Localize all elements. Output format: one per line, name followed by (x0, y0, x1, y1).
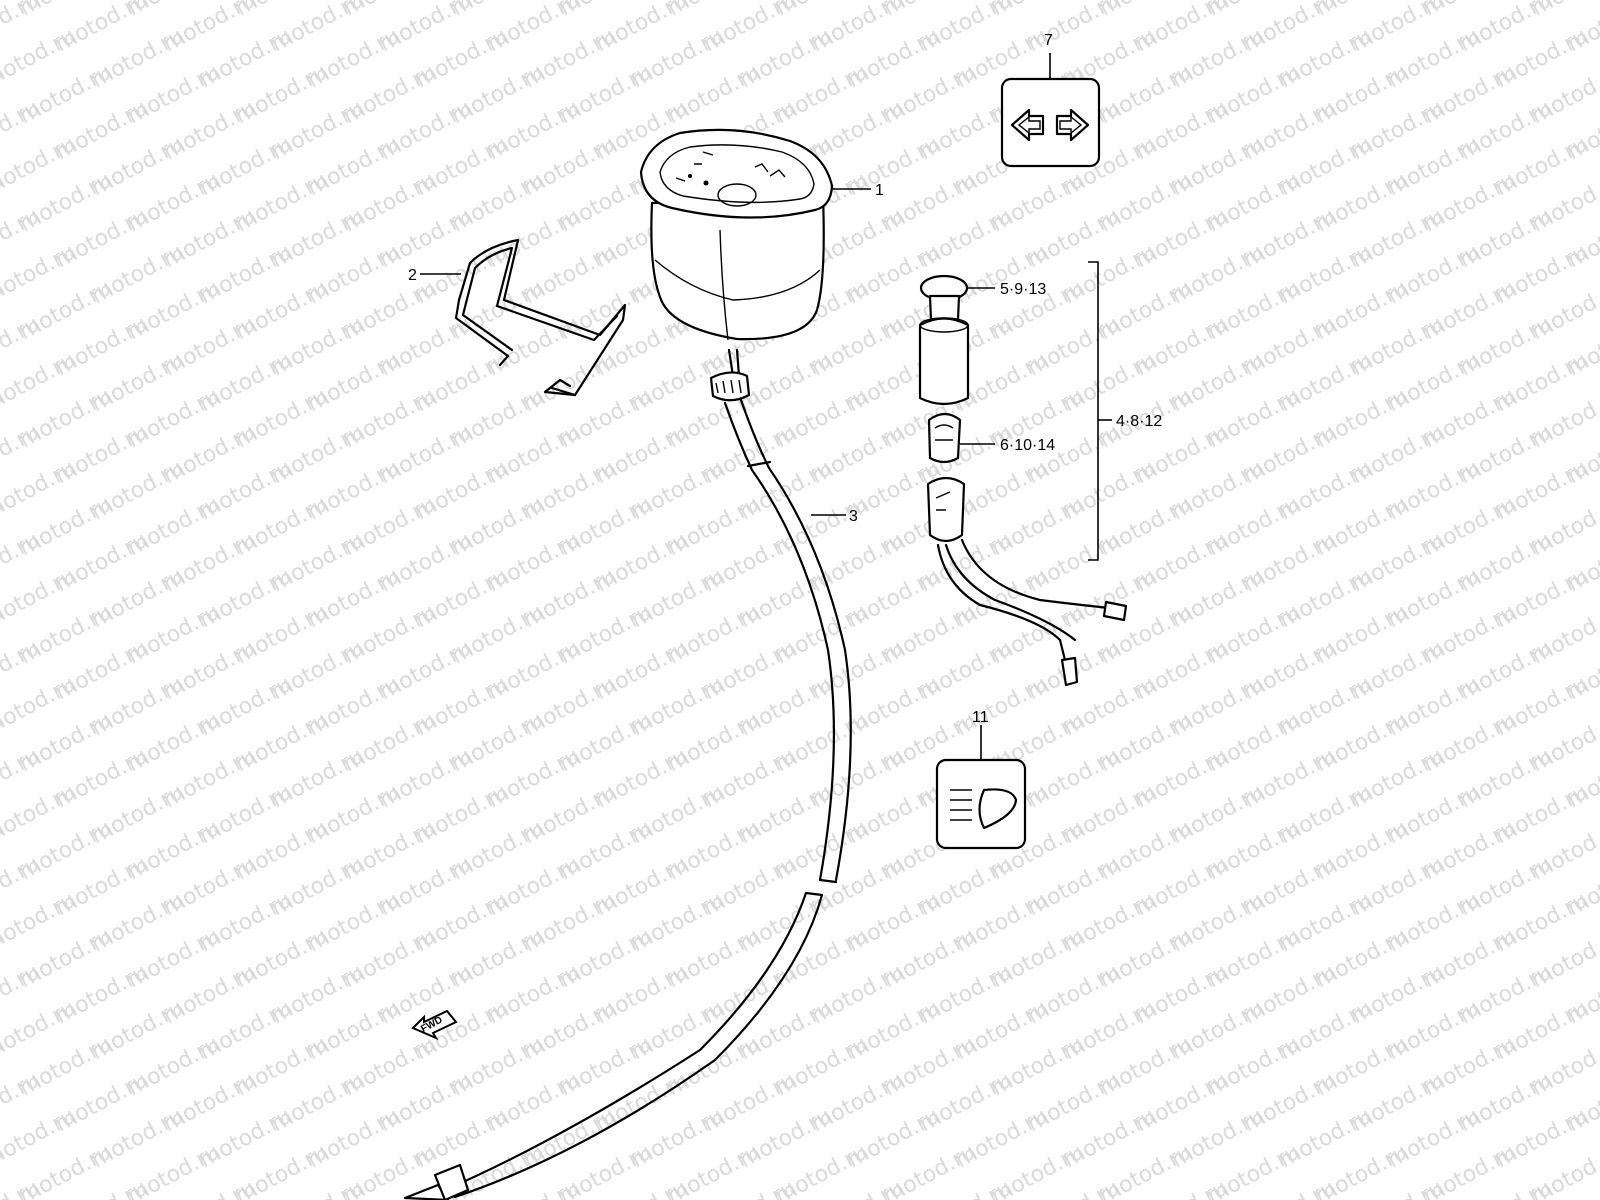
socket-with-wiring[interactable] (926, 476, 1128, 687)
callout-3: 3 (849, 508, 858, 525)
high-beam-indicator-plate[interactable] (935, 758, 1027, 850)
turn-signal-indicator-plate[interactable] (1000, 77, 1101, 168)
leader-lines (420, 53, 1112, 760)
speedometer[interactable] (639, 128, 834, 341)
speedometer-cable[interactable] (403, 348, 852, 1200)
callout-7: 7 (1044, 32, 1053, 49)
callout-1: 1 (875, 182, 884, 199)
bulb-cap[interactable] (918, 274, 970, 406)
fwd-arrow: FWD (411, 1009, 458, 1041)
callout-6-10-14: 6·10·14 (1000, 437, 1055, 454)
callout-4-8-12: 4·8·12 (1116, 413, 1162, 430)
callout-2: 2 (408, 267, 417, 284)
callout-11: 11 (972, 709, 989, 726)
callouts: 1 2 3 7 5·9·13 6·10·14 4·8·12 11 (408, 32, 1162, 726)
callout-5-9-13: 5·9·13 (1000, 281, 1046, 298)
bracket[interactable] (454, 238, 627, 397)
bulb[interactable] (927, 412, 962, 464)
